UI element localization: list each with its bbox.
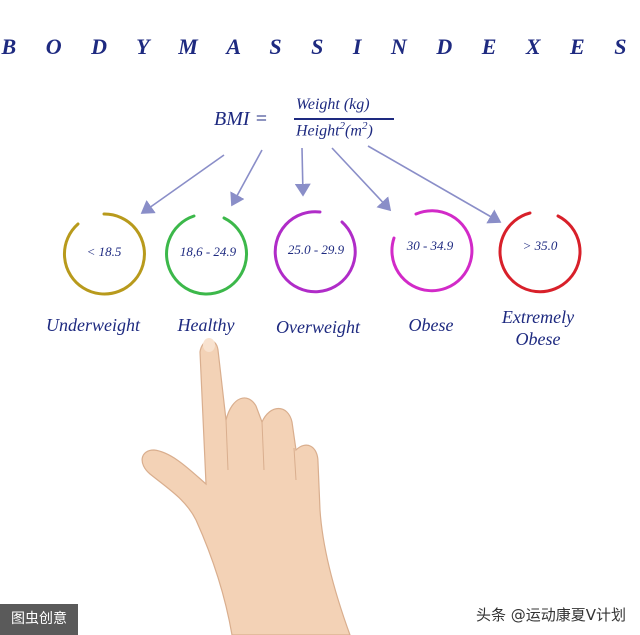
label-underweight: Underweight <box>46 315 140 335</box>
arrow-healthy <box>230 149 263 207</box>
arrow-overweight <box>294 147 311 197</box>
ring-extremely-obese: > 35.0 <box>496 208 584 296</box>
range-healthy: 18,6 - 24.9 <box>179 244 237 259</box>
label-healthy: Healthy <box>177 315 235 335</box>
range-underweight: < 18.5 <box>86 244 122 259</box>
formula-denominator: Height2(m2) <box>296 120 373 140</box>
ring-healthy: 18,6 - 24.9 <box>164 210 252 298</box>
denominator-unit-exp: 2 <box>361 120 368 132</box>
page-title: B O D Y M A S S I N D E X E S <box>1 34 639 59</box>
label-obese-2: Obese <box>515 329 561 349</box>
denominator-base: Height <box>296 122 340 140</box>
denominator-unit-open: (m <box>345 122 362 140</box>
range-extremely-obese: > 35.0 <box>522 238 558 253</box>
fraction-bar <box>294 118 394 120</box>
denominator-exp: 2 <box>339 120 346 132</box>
arrow-obese <box>331 147 392 212</box>
ring-overweight: 25.0 - 29.9 <box>272 208 360 296</box>
arrow-underweight <box>140 154 225 214</box>
arrow-extremely-obese <box>367 145 502 224</box>
label-extremely-obese: Extremely Obese <box>488 306 588 350</box>
range-obese: 30 - 34.9 <box>406 238 454 253</box>
bmi-formula: BMI = Weight (kg) Height2(m2) <box>214 96 414 146</box>
ring-underweight: < 18.5 <box>60 210 148 298</box>
ring-obese: 30 - 34.9 <box>386 208 474 296</box>
watermark-right: 头条 @运动康夏V计划 <box>475 606 626 624</box>
label-obese: Obese <box>408 315 454 335</box>
label-overweight: Overweight <box>276 317 360 337</box>
formula-numerator: Weight (kg) <box>296 96 370 113</box>
label-extremely: Extremely <box>501 307 575 327</box>
range-overweight: 25.0 - 29.9 <box>287 242 345 257</box>
watermark-left: 图虫创意 <box>0 604 78 635</box>
denominator-unit-close: ) <box>367 122 373 140</box>
formula-lhs: BMI = <box>214 108 269 130</box>
